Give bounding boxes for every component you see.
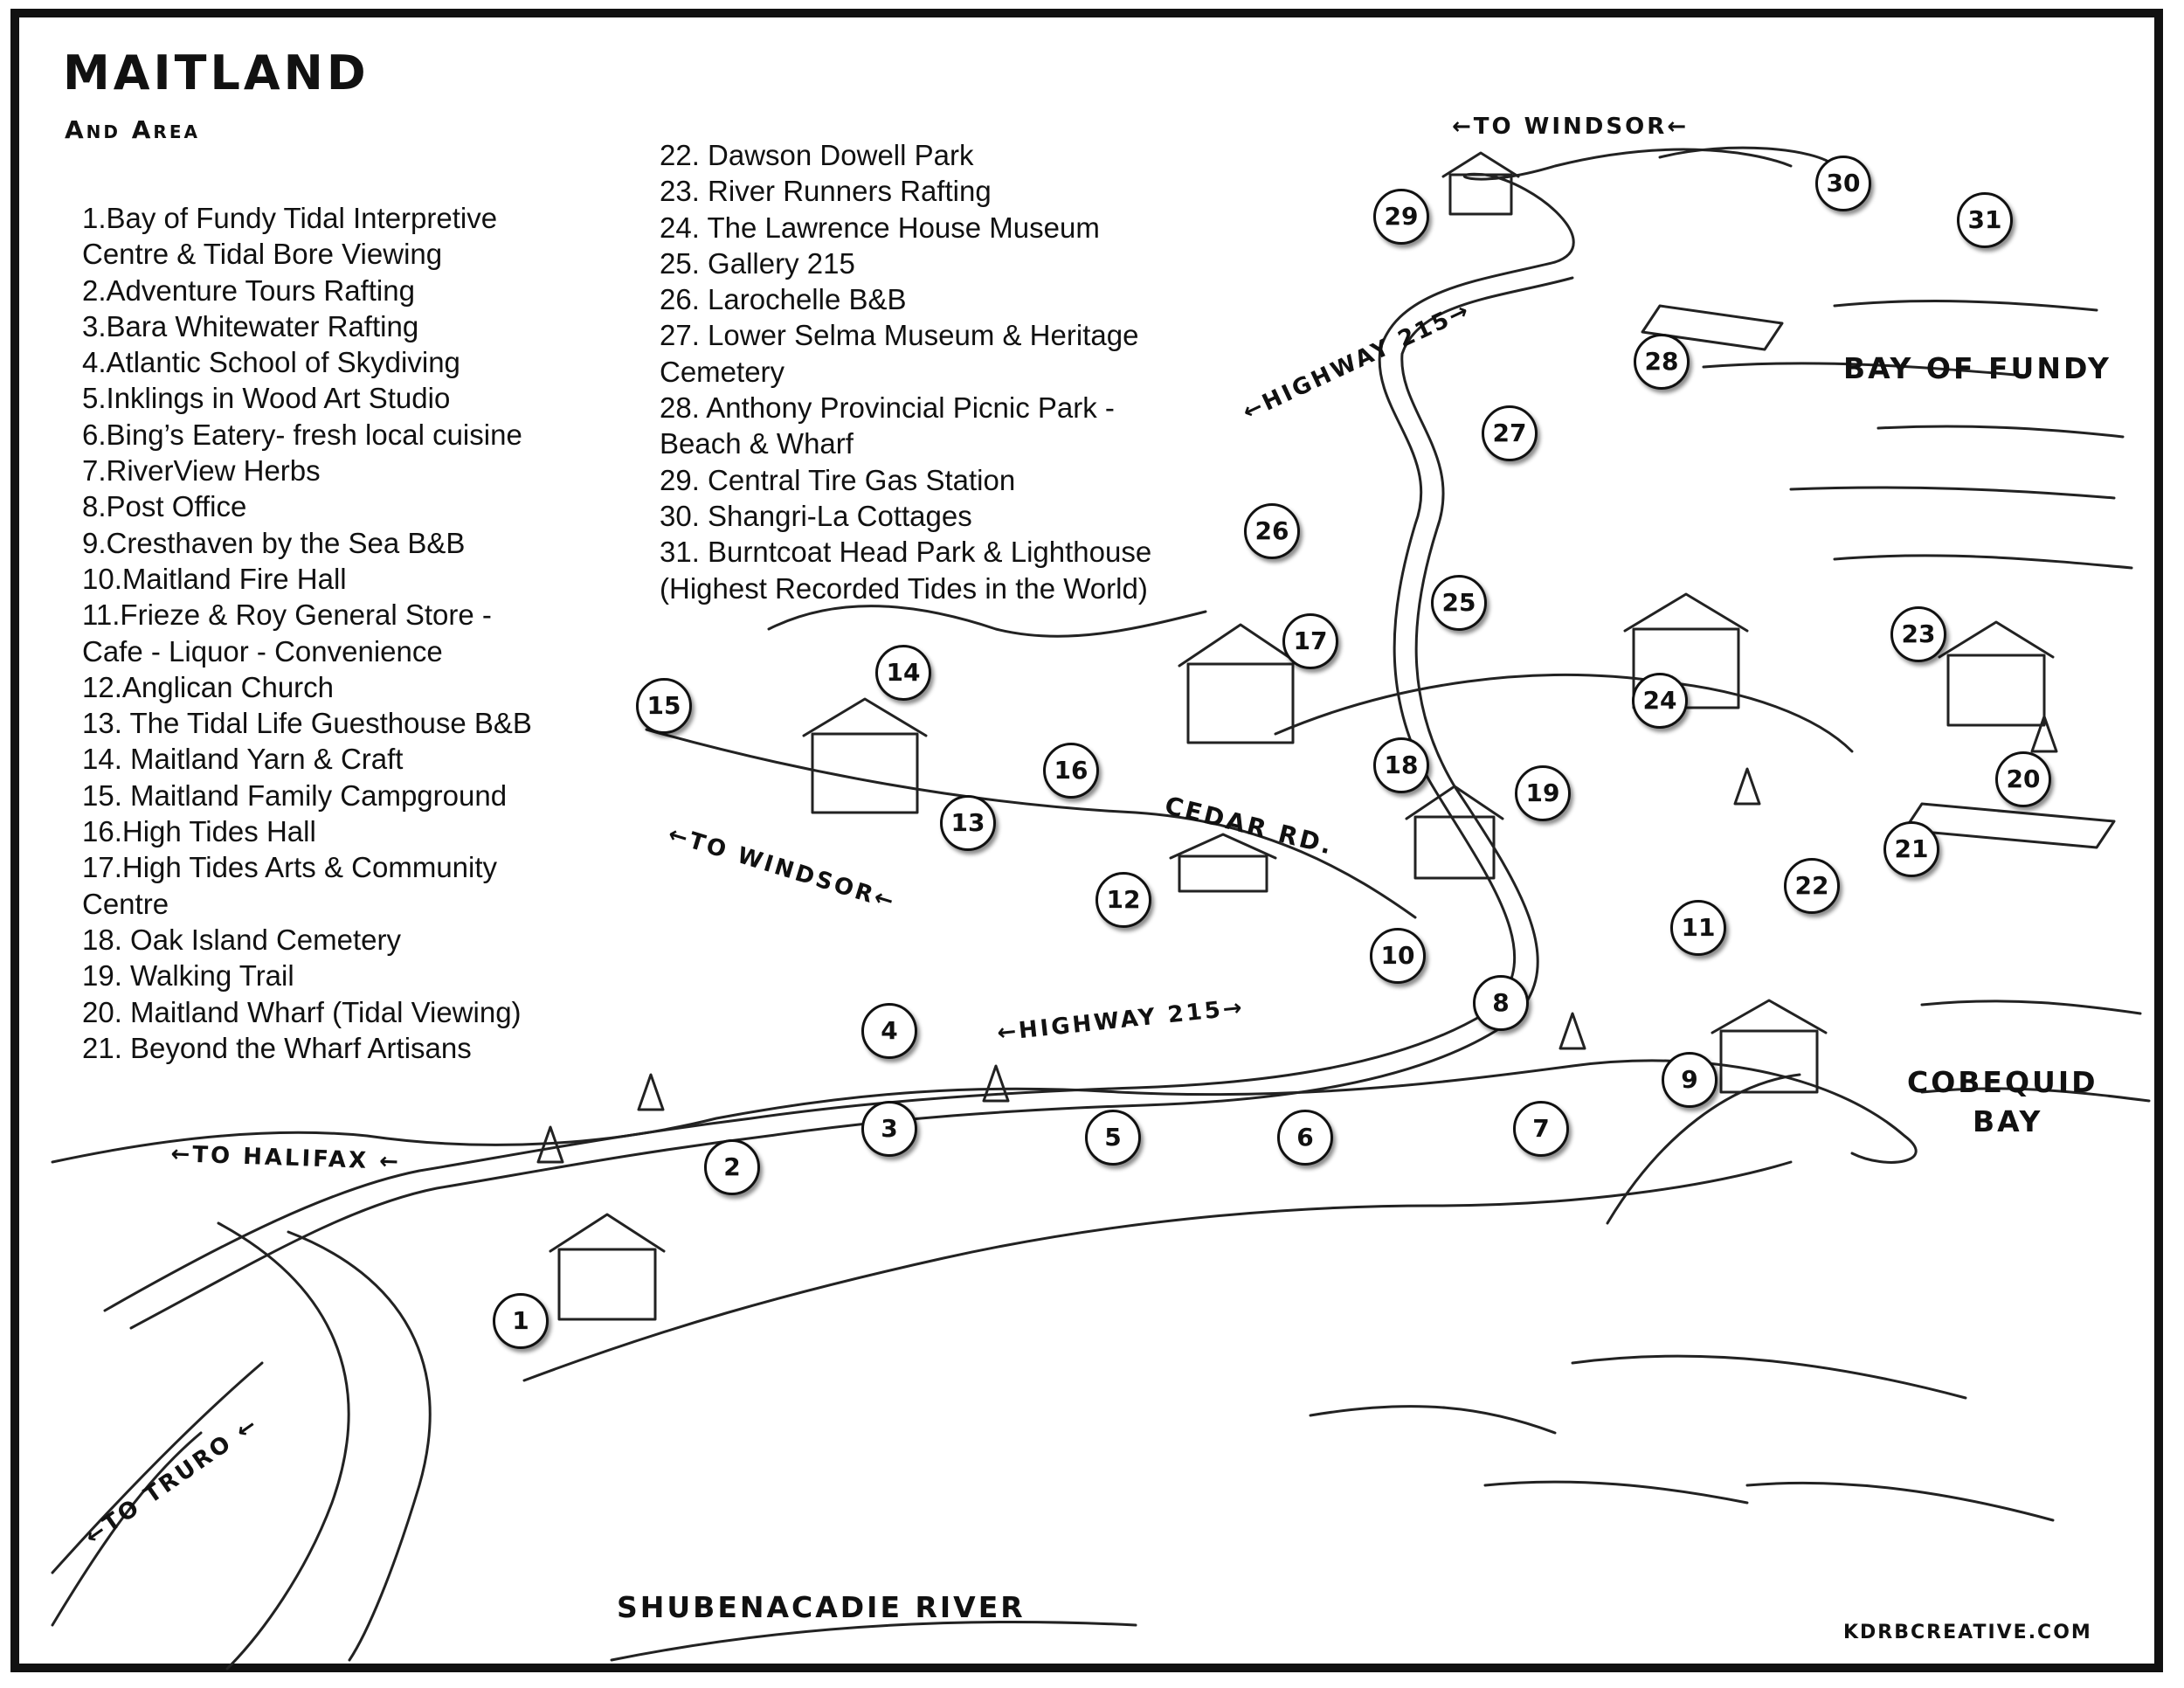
map-marker[interactable]: 26 [1244, 503, 1300, 559]
legend-line: 11.Frieze & Roy General Store - [82, 598, 492, 632]
legend-line: 12.Anglican Church [82, 670, 335, 703]
legend-line: 3.Bara Whitewater Rafting [82, 309, 419, 342]
legend-column-2: 22. Dawson Dowell Park 23. River Runners… [660, 137, 1151, 606]
map-marker[interactable]: 24 [1632, 673, 1688, 729]
map-title: MAITLAND [63, 45, 370, 100]
map-marker[interactable]: 29 [1373, 189, 1429, 245]
legend-line: 14. Maitland Yarn & Craft [82, 743, 404, 776]
legend-line: 23. River Runners Rafting [660, 175, 992, 208]
legend-line: 19. Walking Trail [82, 959, 294, 993]
legend-line: 17.High Tides Arts & Community [82, 851, 498, 884]
label-to-windsor-top: ←TO WINDSOR← [1452, 114, 1690, 140]
legend-line: 31. Burntcoat Head Park & Lighthouse [660, 536, 1152, 569]
map-marker[interactable]: 16 [1043, 743, 1099, 799]
map-marker[interactable]: 27 [1482, 405, 1538, 461]
map-frame [10, 9, 2163, 1672]
legend-line: 4.Atlantic School of Skydiving [82, 346, 460, 379]
legend-line: 21. Beyond the Wharf Artisans [82, 1031, 472, 1064]
map-marker[interactable]: 3 [861, 1101, 917, 1157]
legend-line: 8.Post Office [82, 490, 247, 523]
legend-line: 1.Bay of Fundy Tidal Interpretive [82, 202, 498, 234]
label-shubenacadie-river: SHUBENACADIE RIVER [617, 1590, 1026, 1624]
legend-line: 6.Bing’s Eatery- fresh local cuisine [82, 418, 522, 451]
map-marker[interactable]: 8 [1473, 975, 1529, 1031]
legend-line: 29. Central Tire Gas Station [660, 463, 1016, 496]
map-marker[interactable]: 23 [1890, 606, 1946, 662]
label-bay-of-fundy: BAY OF FUNDY [1843, 351, 2111, 385]
legend-line: 7.RiverView Herbs [82, 454, 321, 488]
map-credit: KDRBCREATIVE.COM [1843, 1622, 2092, 1643]
map-marker[interactable]: 10 [1370, 928, 1426, 984]
map-marker[interactable]: 5 [1085, 1110, 1141, 1166]
map-marker[interactable]: 7 [1513, 1101, 1569, 1157]
map-marker[interactable]: 14 [875, 645, 931, 701]
legend-line: 30. Shangri-La Cottages [660, 499, 972, 532]
map-marker[interactable]: 31 [1957, 192, 2013, 248]
legend-line: 27. Lower Selma Museum & Heritage [660, 319, 1139, 352]
label-cobequid-bay-line2: BAY [1973, 1104, 2043, 1138]
map-marker[interactable]: 17 [1282, 613, 1338, 669]
map-marker[interactable]: 15 [636, 678, 692, 734]
legend-line: 5.Inklings in Wood Art Studio [82, 382, 451, 415]
map-marker[interactable]: 18 [1373, 737, 1429, 793]
legend-line: Beach & Wharf [660, 427, 854, 460]
shubenacadie-riverbank [522, 1160, 1793, 1382]
map-marker[interactable]: 13 [940, 795, 996, 851]
legend-line: 10.Maitland Fire Hall [82, 562, 347, 595]
map-marker[interactable]: 30 [1815, 156, 1871, 211]
map-marker[interactable]: 11 [1670, 900, 1726, 956]
map-marker[interactable]: 22 [1784, 858, 1840, 914]
legend-line: 18. Oak Island Cemetery [82, 923, 401, 956]
legend-line: Centre & Tidal Bore Viewing [82, 238, 443, 271]
legend-line: 13. The Tidal Life Guesthouse B&B [82, 707, 532, 740]
map-marker[interactable]: 20 [1995, 751, 2051, 807]
legend-line: 26. Larochelle B&B [660, 283, 907, 316]
map-marker[interactable]: 6 [1277, 1110, 1333, 1166]
legend-line: 16.High Tides Hall [82, 815, 316, 848]
legend-line: 9.Cresthaven by the Sea B&B [82, 526, 466, 559]
legend-column-1: 1.Bay of Fundy Tidal Interpretive Centre… [82, 200, 532, 1066]
legend-line: 22. Dawson Dowell Park [660, 139, 974, 171]
legend-line: 15. Maitland Family Campground [82, 778, 508, 812]
highway-to-truro [287, 1230, 432, 1662]
legend-line: 20. Maitland Wharf (Tidal Viewing) [82, 995, 522, 1028]
legend-line: 2.Adventure Tours Rafting [82, 273, 415, 307]
map-marker[interactable]: 19 [1515, 765, 1571, 821]
cedar-road [645, 728, 1417, 919]
map-marker[interactable]: 12 [1095, 872, 1151, 928]
legend-line: Cafe - Liquor - Convenience [82, 634, 443, 668]
map-marker[interactable]: 1 [493, 1293, 549, 1349]
label-cobequid-bay-line1: COBEQUID [1907, 1065, 2098, 1099]
legend-line: 25. Gallery 215 [660, 246, 855, 280]
legend-line: (Highest Recorded Tides in the World) [660, 571, 1148, 605]
legend-line: Centre [82, 887, 169, 920]
map-marker[interactable]: 2 [704, 1139, 760, 1195]
map-marker[interactable]: 4 [861, 1003, 917, 1059]
map-marker[interactable]: 25 [1431, 575, 1487, 631]
cobequid-shoreline [51, 1059, 1918, 1164]
map-marker[interactable]: 21 [1883, 821, 1939, 877]
legend-line: 28. Anthony Provincial Picnic Park - [660, 391, 1115, 425]
legend-line: Cemetery [660, 355, 785, 388]
legend-line: 24. The Lawrence House Museum [660, 211, 1100, 244]
map-subtitle: And Area [65, 115, 200, 144]
map-marker[interactable]: 9 [1662, 1052, 1717, 1108]
map-marker[interactable]: 28 [1634, 334, 1690, 390]
